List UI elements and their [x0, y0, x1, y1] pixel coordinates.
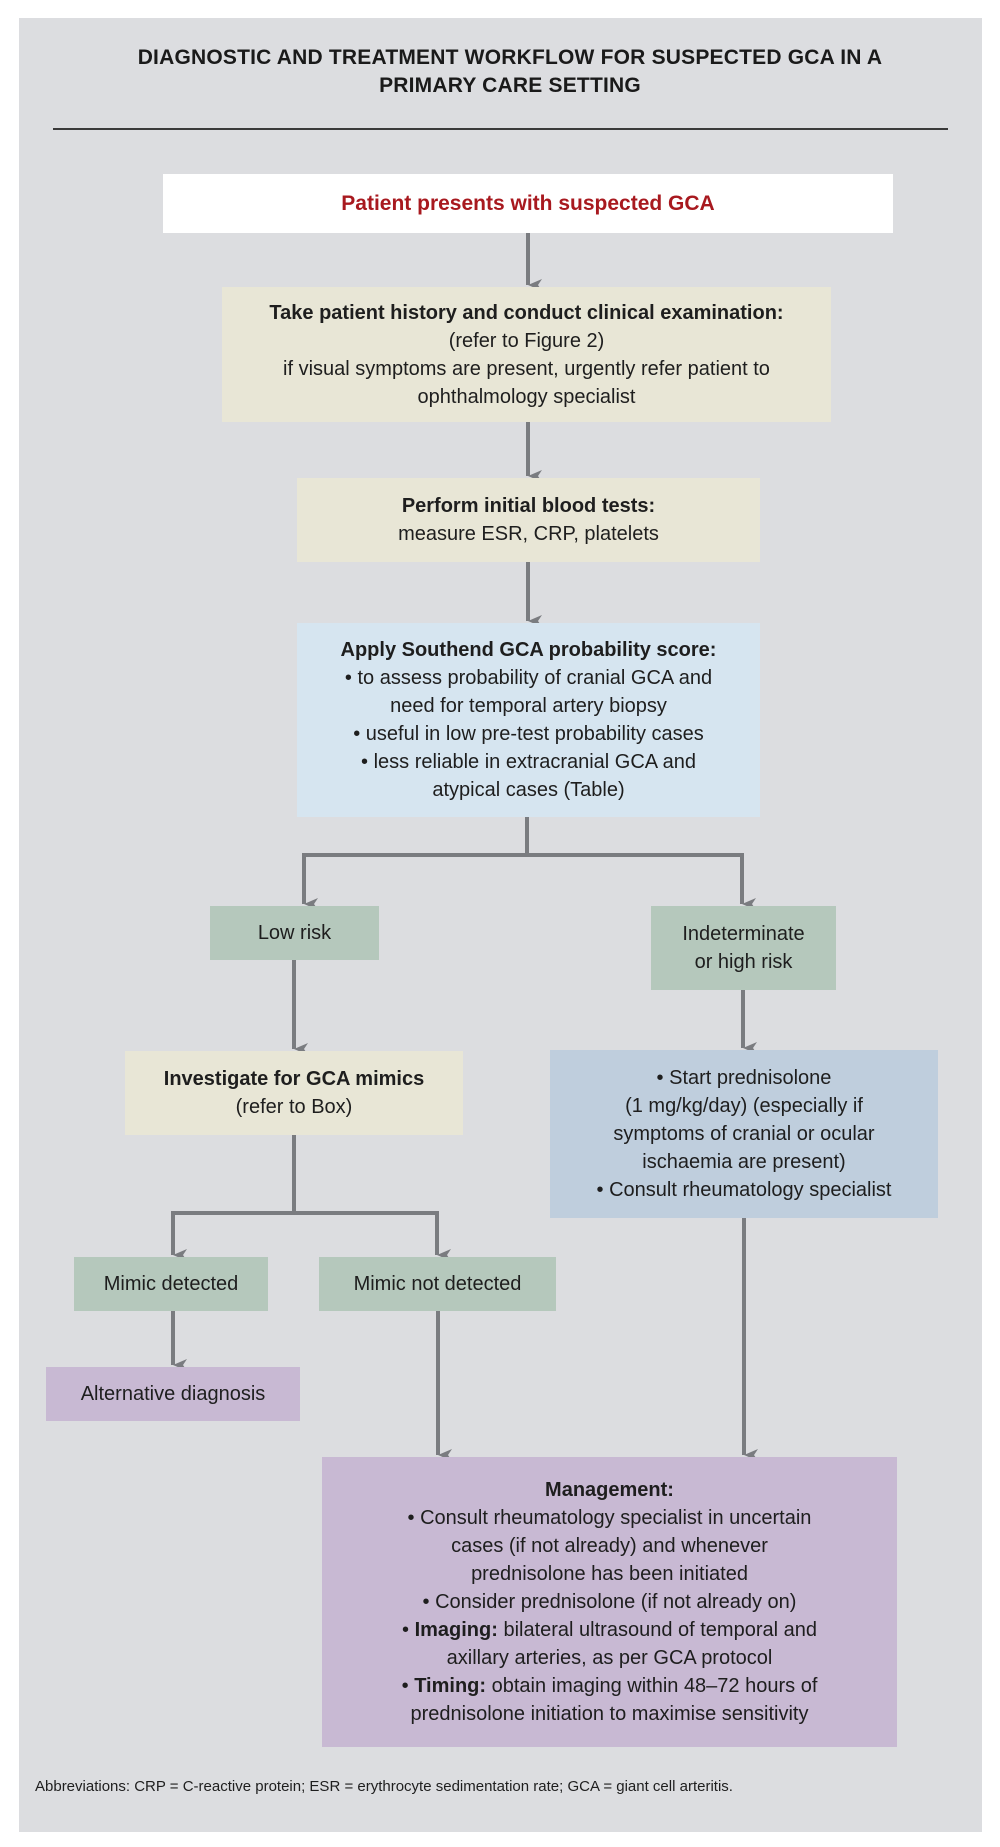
node-history-line: ophthalmology specialist	[417, 385, 636, 408]
node-alternative-text: Alternative diagnosis	[80, 1383, 266, 1405]
node-investigate-mimics: Investigate for GCA mimics (refer to Box…	[125, 1051, 463, 1135]
node-patient-presents: Patient presents with suspected GCA	[163, 174, 893, 233]
imaging-label: Imaging:	[414, 1619, 498, 1641]
node-start-prednisolone: • Start prednisolone (1 mg/kg/day) (espe…	[550, 1050, 938, 1218]
node-southend-line: • to assess probability of cranial GCA a…	[344, 667, 713, 689]
title-line-2: PRIMARY CARE SETTING	[379, 74, 641, 97]
arrow-mimics-to-not-detected	[294, 1211, 451, 1261]
node-management-line: • Consider prednisolone (if not already …	[422, 1591, 797, 1613]
node-low-risk: Low risk	[210, 906, 379, 960]
node-mimics-heading: Investigate for GCA mimics	[163, 1068, 425, 1090]
node-management-line: prednisolone has been initiated	[471, 1563, 748, 1585]
node-management-line: prednisolone initiation to maximise sens…	[410, 1703, 809, 1725]
node-prednisolone-line: (1 mg/kg/day) (especially if	[625, 1095, 863, 1117]
node-management-timing: • Timing: obtain imaging within 48–72 ho…	[401, 1675, 818, 1697]
title-divider	[53, 128, 948, 130]
node-prednisolone-line: • Start prednisolone	[656, 1067, 832, 1089]
arrow-mimics-to-detected	[171, 1211, 294, 1261]
node-blood-tests-heading: Perform initial blood tests:	[401, 495, 656, 517]
node-southend-line: atypical cases (Table)	[432, 779, 625, 801]
node-blood-tests-line: measure ESR, CRP, platelets	[398, 523, 659, 545]
node-prednisolone-line: • Consult rheumatology specialist	[596, 1179, 892, 1201]
timing-text: obtain imaging within 48–72 hours of	[486, 1675, 818, 1697]
node-management-heading: Management:	[545, 1479, 674, 1501]
arrow-southend-to-high-risk	[527, 853, 756, 910]
node-high-risk-line: Indeterminate	[682, 923, 805, 945]
timing-label: Timing:	[414, 1675, 487, 1697]
node-management-imaging: • Imaging: bilateral ultrasound of tempo…	[402, 1619, 817, 1641]
node-southend-line: need for temporal artery biopsy	[390, 695, 667, 717]
node-management-line: cases (if not already) and whenever	[451, 1535, 768, 1557]
node-mimic-detected-text: Mimic detected	[103, 1273, 239, 1295]
node-alternative-diagnosis: Alternative diagnosis	[46, 1367, 300, 1421]
node-prednisolone-line: ischaemia are present)	[642, 1151, 846, 1173]
node-southend-line: • useful in low pre-test probability cas…	[353, 723, 704, 745]
node-history-examination: Take patient history and conduct clinica…	[222, 287, 831, 422]
node-mimic-detected: Mimic detected	[74, 1257, 268, 1311]
title-line-1: DIAGNOSTIC AND TREATMENT WORKFLOW FOR SU…	[137, 46, 883, 69]
node-history-heading: Take patient history and conduct clinica…	[269, 301, 784, 324]
node-high-risk-line: or high risk	[694, 951, 793, 973]
node-mimic-not-detected: Mimic not detected	[319, 1257, 556, 1311]
abbreviations-footnote: Abbreviations: CRP = C-reactive protein;…	[35, 1778, 733, 1795]
node-blood-tests: Perform initial blood tests: measure ESR…	[297, 478, 760, 562]
node-history-line: (refer to Figure 2)	[448, 329, 605, 352]
node-mimic-not-detected-text: Mimic not detected	[353, 1273, 522, 1295]
node-management-line: • Consult rheumatology specialist in unc…	[407, 1507, 812, 1529]
node-prednisolone-line: symptoms of cranial or ocular	[613, 1123, 875, 1145]
node-management-line: axillary arteries, as per GCA protocol	[446, 1647, 773, 1669]
node-southend-score: Apply Southend GCA probability score: • …	[297, 623, 760, 817]
node-history-line: if visual symptoms are present, urgently…	[283, 357, 770, 380]
node-management: Management: • Consult rheumatology speci…	[322, 1457, 897, 1747]
node-southend-line: • less reliable in extracranial GCA and	[361, 751, 696, 773]
node-southend-heading: Apply Southend GCA probability score:	[340, 639, 717, 661]
node-mimics-line: (refer to Box)	[235, 1096, 353, 1118]
node-patient-presents-text: Patient presents with suspected GCA	[341, 191, 715, 215]
arrow-southend-to-low-risk	[302, 853, 527, 910]
imaging-text: bilateral ultrasound of temporal and	[497, 1619, 817, 1641]
figure-title: DIAGNOSTIC AND TREATMENT WORKFLOW FOR SU…	[40, 44, 980, 100]
node-low-risk-text: Low risk	[257, 922, 332, 944]
node-indeterminate-high-risk: Indeterminate or high risk	[651, 906, 836, 990]
